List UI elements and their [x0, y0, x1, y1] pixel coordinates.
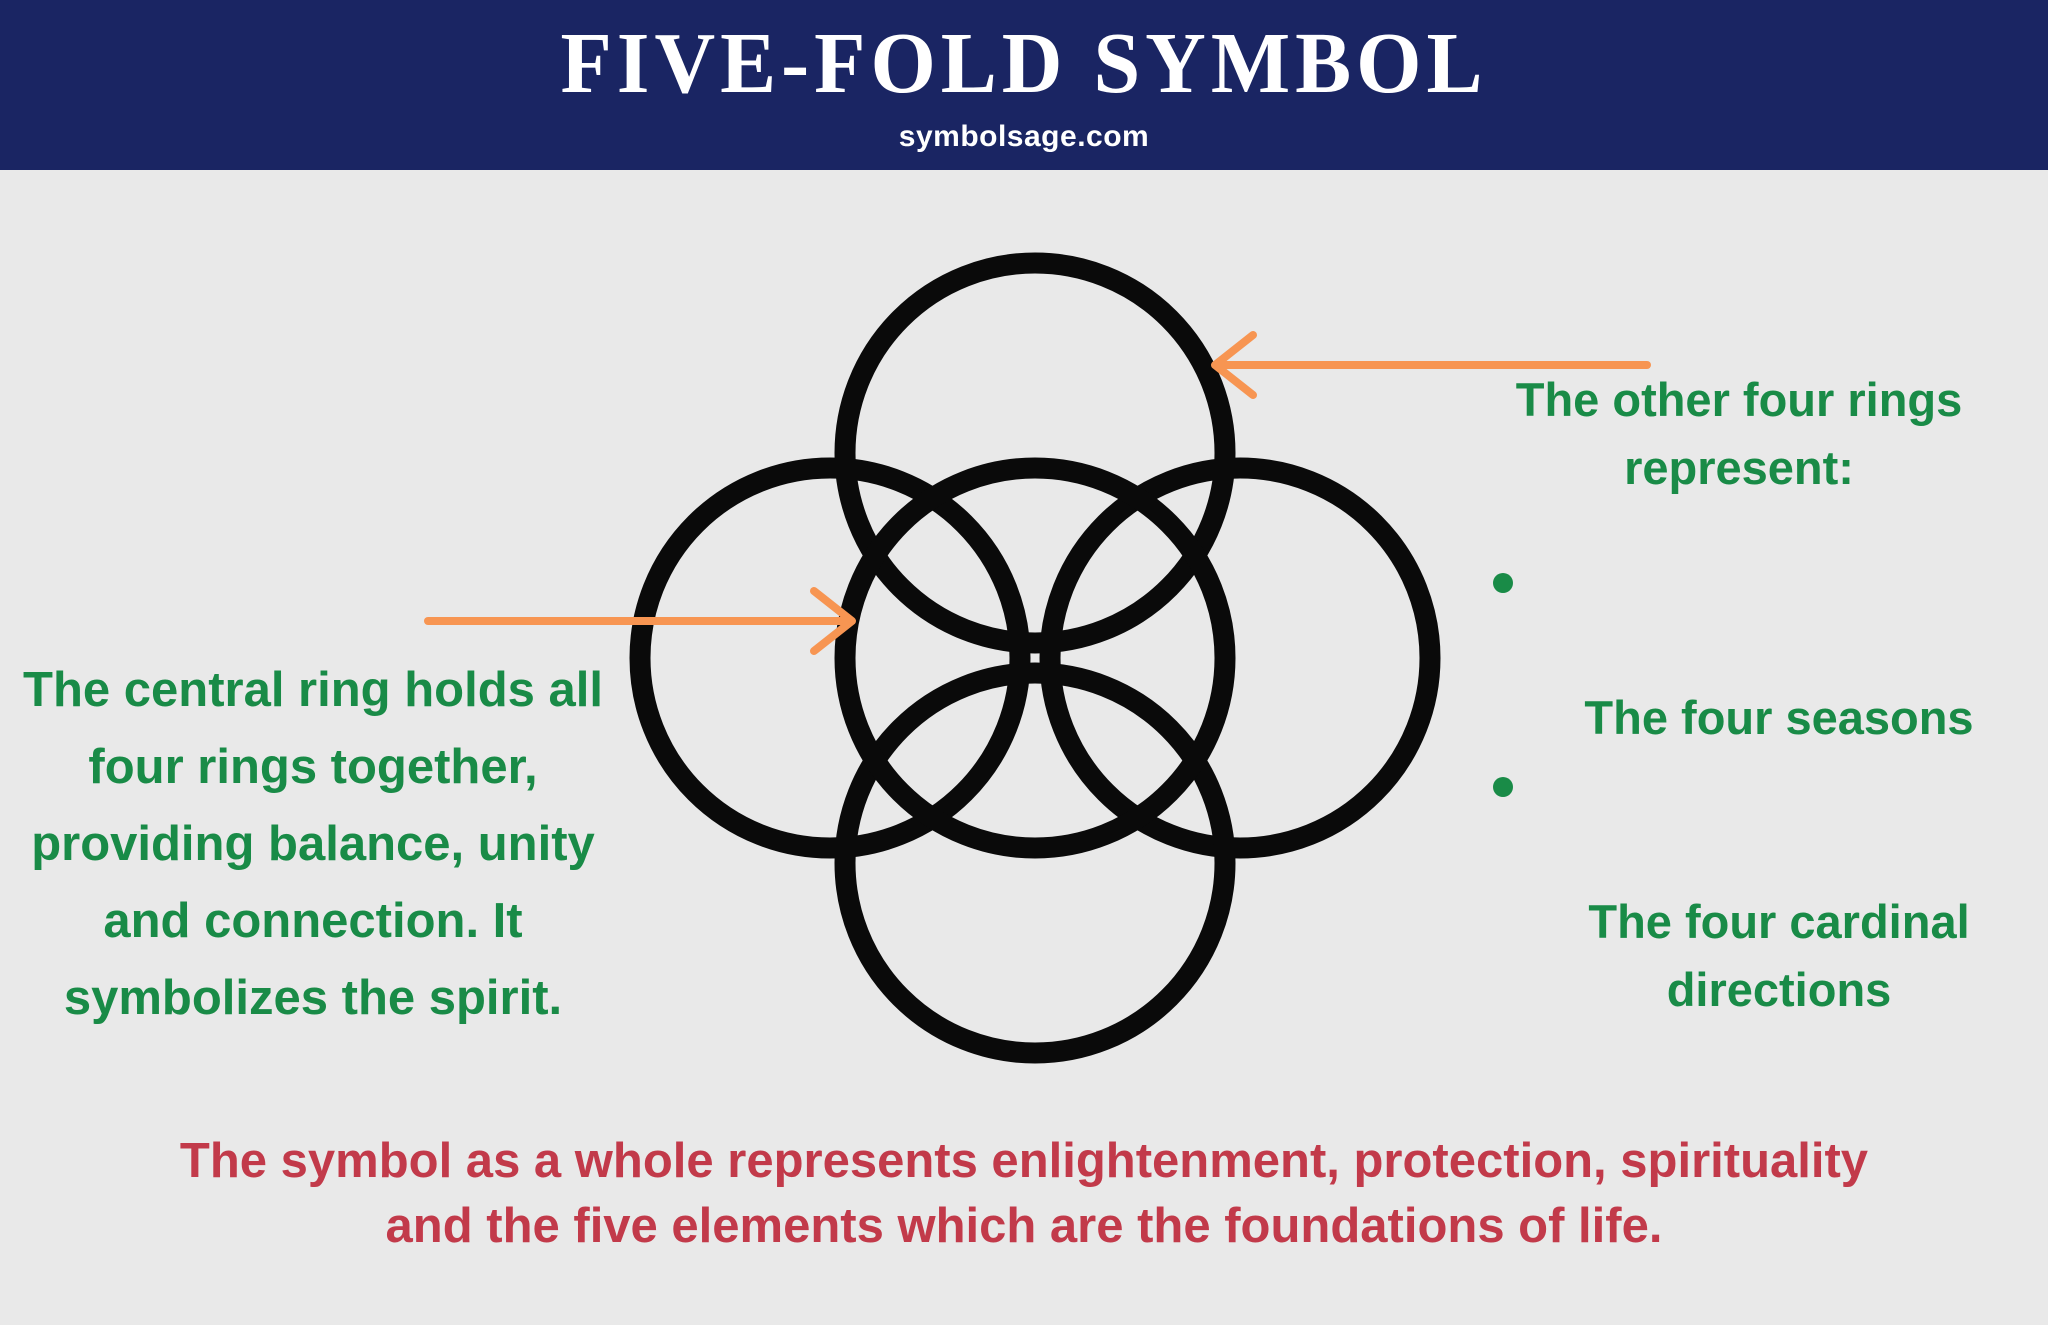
right-arrow-head-icon: [1211, 331, 1257, 399]
symbol-meaning-note: The symbol as a whole represents enlight…: [179, 1134, 1869, 1253]
central-ring-note: The central ring holds all four rings to…: [23, 663, 603, 1025]
left-ring-icon: [629, 457, 1031, 859]
outer-rings-note-heading: The other four rings represent:: [1515, 373, 1963, 494]
left-arrow-head-icon: [810, 587, 856, 655]
header-banner: FIVE-FOLD SYMBOL symbolsage.com: [0, 0, 2048, 170]
page-title: FIVE-FOLD SYMBOL: [560, 15, 1488, 112]
right-ring-icon: [1039, 457, 1441, 859]
list-item-label: The four seasons: [1584, 691, 1974, 744]
bottom-ring-icon: [834, 662, 1236, 1064]
top-ring-icon: [834, 252, 1236, 654]
site-name: symbolsage.com: [898, 120, 1150, 153]
list-item-label: The four cardinal directions: [1588, 895, 1970, 1016]
bullet-dot-icon: [1493, 573, 1513, 593]
list-item: The four seasons: [1449, 548, 2029, 752]
list-item: The four cardinal directions: [1449, 752, 2029, 1024]
center-ring-icon: [834, 457, 1236, 859]
bullet-dot-icon: [1493, 777, 1513, 797]
outer-rings-bullet-list: The four seasons The four cardinal direc…: [1449, 548, 2029, 1024]
